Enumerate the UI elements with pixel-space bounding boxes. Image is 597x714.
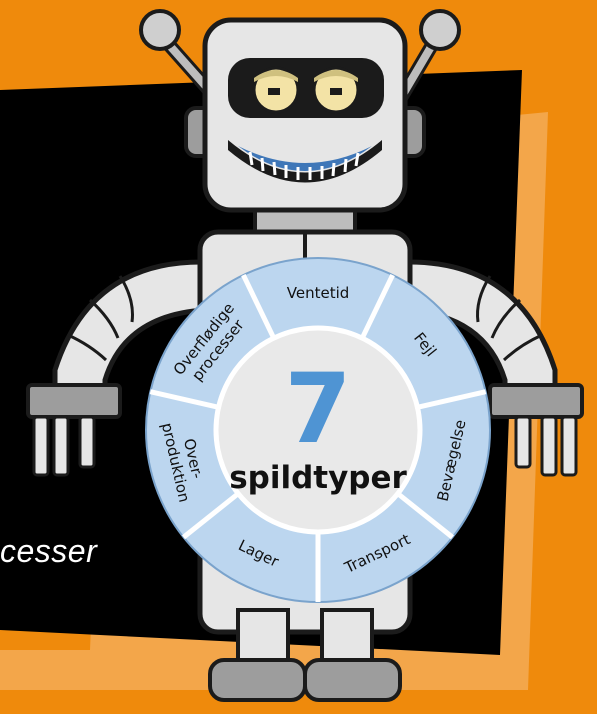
wheel-divider — [360, 273, 395, 340]
spild-wheel: VentetidFejlBevægelseTransportLagerOver-… — [145, 257, 491, 603]
eye-left — [252, 66, 300, 114]
wheel-segment-text: Ventetid — [287, 284, 350, 302]
eye-right — [312, 66, 360, 114]
legs — [208, 608, 402, 702]
wheel-divider — [416, 389, 487, 410]
mouth-grill — [228, 140, 382, 183]
wheel-number: 7 — [285, 353, 352, 465]
caption-text: cesser — [0, 533, 98, 569]
arm-right — [402, 259, 584, 477]
wheel-center — [213, 325, 423, 535]
arm-left — [26, 259, 208, 477]
wheel-divider — [149, 389, 220, 410]
wheel-divider — [396, 491, 455, 540]
wheel-divider — [241, 273, 276, 340]
wheel-segment-label: Ventetid — [287, 284, 350, 302]
wheel-title: spildtyper — [229, 460, 407, 496]
wheel-divider — [181, 491, 240, 540]
wheel-dividers — [149, 273, 487, 602]
visor — [228, 58, 384, 118]
